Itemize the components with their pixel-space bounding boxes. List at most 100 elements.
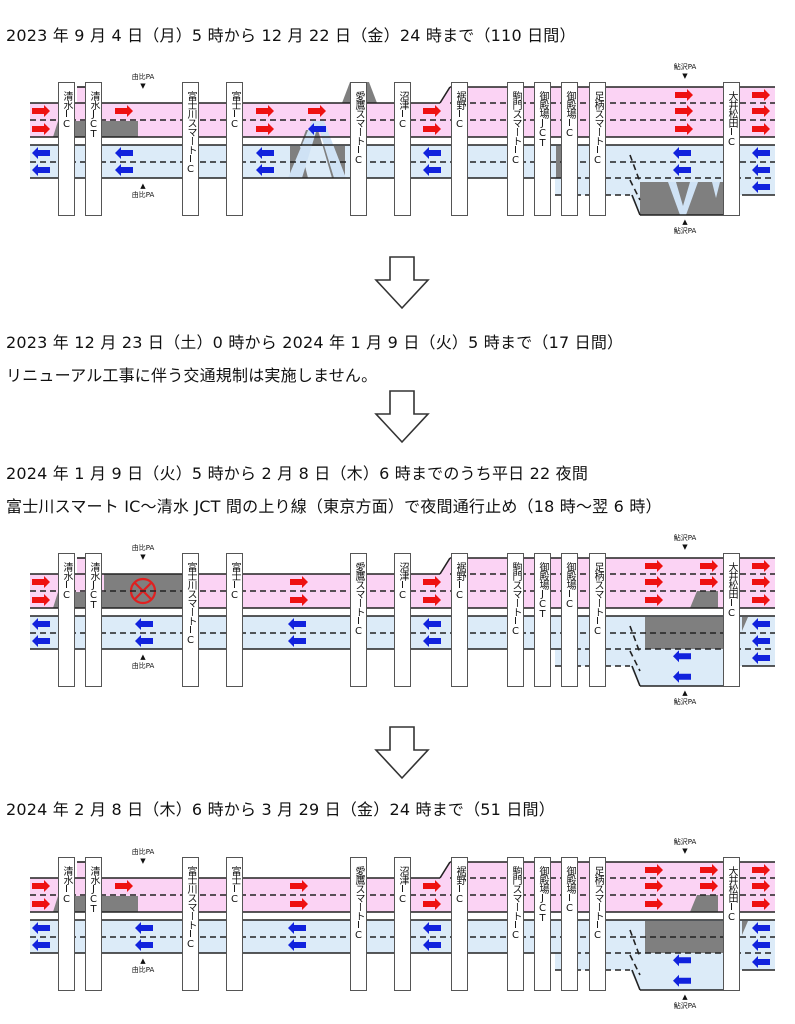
road-edge [631, 969, 641, 991]
nagoya-bound-arrow-icon [135, 922, 153, 934]
interchange-label: 愛鷹スマートIC [353, 866, 364, 940]
nagoya-bound-arrow-icon [752, 618, 770, 630]
work-zone [742, 921, 748, 935]
interchange-label: 沼津IC [397, 866, 408, 904]
interchange-box: 御殿場IC [561, 553, 578, 687]
road-edge [631, 665, 641, 687]
tokyo-bound-arrow-icon [645, 864, 663, 876]
tokyo-bound-arrow-icon [700, 560, 718, 572]
nagoya-bound-arrow-icon [423, 147, 441, 159]
nagoya-bound-arrow-icon [115, 164, 133, 176]
tokyo-bound-arrow-icon [752, 89, 770, 101]
nagoya-bound-arrow-icon [423, 922, 441, 934]
nagoya-bound-arrow-icon [32, 164, 50, 176]
tokyo-bound-arrow-icon [645, 560, 663, 572]
road-lanes [30, 82, 775, 216]
interchange-label: 富士IC [229, 562, 240, 600]
interchange-label: 富士IC [229, 866, 240, 904]
parking-area-label: 由比PA [131, 191, 155, 199]
crossover-lane [288, 121, 346, 178]
nagoya-bound-arrow-icon [32, 939, 50, 951]
tokyo-bound-arrow-icon [700, 576, 718, 588]
work-zone [640, 182, 723, 215]
tokyo-bound-arrow-icon [752, 123, 770, 135]
ramp [77, 862, 85, 878]
interchange-label: 裾野IC [454, 866, 465, 904]
tokyo-bound-arrow-icon [423, 105, 441, 117]
period-2-heading: 2023 年 12 月 23 日（土）0 時から 2024 年 1 月 9 日（… [6, 333, 624, 352]
interchange-box: 清水IC [58, 857, 75, 991]
triangle-up-icon: ▲ [140, 182, 146, 190]
interchange-box: 御殿場IC [561, 82, 578, 216]
nagoya-bound-arrow-icon [752, 939, 770, 951]
tokyo-bound-arrow-icon [423, 576, 441, 588]
lane-divider [629, 929, 641, 958]
interchange-box: 富士IC [226, 553, 243, 687]
tokyo-bound-arrow-icon [423, 123, 441, 135]
work-zone [742, 617, 748, 631]
tokyo-bound-arrow-icon [675, 89, 693, 101]
parking-area-label: 由比PA [131, 848, 155, 856]
interchange-box: 富士IC [226, 857, 243, 991]
interchange-label: 清水IC [61, 562, 72, 600]
period-3-heading: 2024 年 1 月 9 日（火）5 時から 2 月 8 日（木）6 時までのう… [6, 464, 589, 483]
tokyo-bound-arrow-icon [290, 880, 308, 892]
nagoya-bound-arrow-icon [135, 939, 153, 951]
nagoya-bound-arrow-icon [308, 123, 326, 135]
interchange-box: 御殿場JCT [534, 553, 551, 687]
nagoya-bound-arrow-icon [752, 922, 770, 934]
period-1-heading: 2023 年 9 月 4 日（月）5 時から 12 月 22 日（金）24 時ま… [6, 26, 576, 45]
tokyo-bound-arrow-icon [752, 880, 770, 892]
triangle-down-icon: ▼ [682, 847, 688, 855]
nagoya-bound-arrow-icon [423, 939, 441, 951]
parking-area-label: 由比PA [131, 544, 155, 552]
tokyo-bound-arrow-icon [752, 560, 770, 572]
parking-area-label: 鮎沢PA [673, 838, 697, 846]
tokyo-bound-arrow-icon [32, 880, 50, 892]
nagoya-bound-arrow-icon [673, 147, 691, 159]
nagoya-bound-arrow-icon [256, 164, 274, 176]
interchange-box: 足柄スマートIC [589, 82, 606, 216]
interchange-label: 駒門スマートIC [510, 562, 521, 636]
nagoya-bound-arrow-icon [752, 652, 770, 664]
road-edge [439, 557, 451, 575]
nagoya-bound-arrow-icon [673, 650, 691, 663]
road-lanes [30, 557, 775, 687]
nagoya-bound-arrow-icon [288, 939, 306, 951]
parking-area-label: 鮎沢PA [673, 698, 697, 706]
interchange-box: 富士IC [226, 82, 243, 216]
nagoya-bound-arrow-icon [673, 954, 691, 967]
interchange-label: 富士川スマートIC [185, 91, 196, 174]
tokyo-bound-arrow-icon [752, 576, 770, 588]
nagoya-bound-arrow-icon [288, 618, 306, 630]
tokyo-bound-arrow-icon [115, 105, 133, 117]
ayuzawa-pa-inbound: ▲鮎沢PA [665, 993, 705, 1011]
triangle-up-icon: ▲ [682, 689, 688, 697]
interchange-label: 駒門スマートIC [510, 866, 521, 940]
nagoya-bound-arrow-icon [423, 618, 441, 630]
nagoya-bound-arrow-icon [288, 922, 306, 934]
interchange-box: 清水IC [58, 82, 75, 216]
tokyo-bound-arrow-icon [423, 898, 441, 910]
interchange-label: 清水IC [61, 91, 72, 129]
interchange-label: 清水IC [61, 866, 72, 904]
crossover-lane [712, 182, 720, 198]
interchange-label: 御殿場JCT [537, 562, 548, 619]
parking-area-label: 鮎沢PA [673, 1002, 697, 1010]
interchange-box: 大井松田IC [723, 857, 740, 991]
interchange-box: 富士川スマートIC [182, 857, 199, 991]
period-4-heading: 2024 年 2 月 8 日（木）6 時から 3 月 29 日（金）24 時まで… [6, 800, 555, 819]
interchange-label: 清水JCT [88, 866, 99, 914]
interchange-box: 沼津IC [394, 82, 411, 216]
tokyo-bound-arrow-icon [645, 880, 663, 892]
road-edge [439, 861, 451, 879]
interchange-label: 御殿場IC [564, 866, 575, 913]
parking-area-label: 鮎沢PA [673, 227, 697, 235]
tokyo-bound-arrow-icon [752, 594, 770, 606]
tokyo-bound-arrow-icon [256, 105, 274, 117]
tokyo-bound-arrow-icon [645, 594, 663, 606]
tokyo-bound-arrow-icon [290, 898, 308, 910]
parking-area-label: 由比PA [131, 73, 155, 81]
tokyo-bound-arrow-icon [645, 898, 663, 910]
